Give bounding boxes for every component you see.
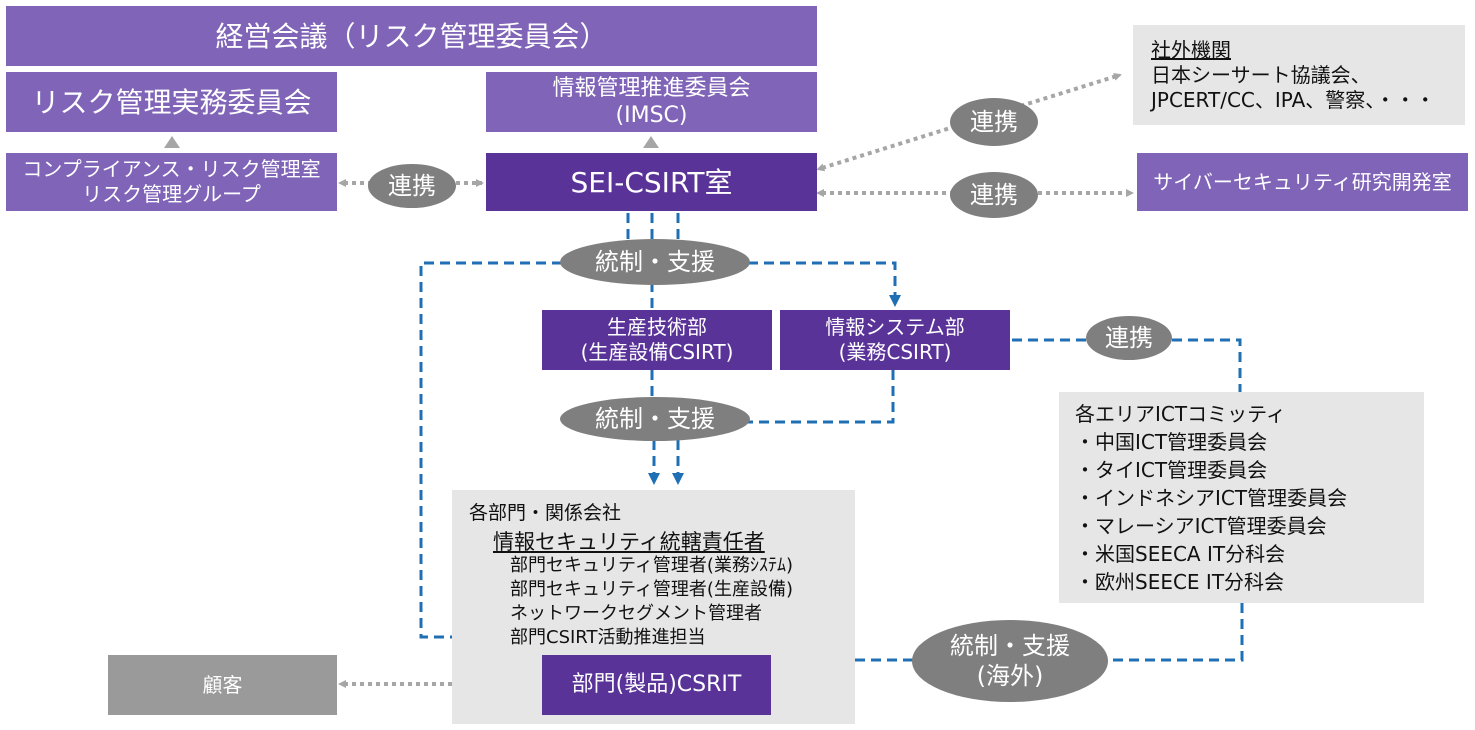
area-ict-item: ・欧州SEECE IT分科会 [1075,570,1285,594]
production-box: 生産技術部 (生産設備CSIRT) [542,310,772,370]
area-ict-title: 各エリアICTコミッティ [1075,402,1286,426]
control-ellipse-mid: 統制・支援 [560,397,750,441]
link-ellipse-top-right-label: 連携 [970,108,1018,136]
security-head-label: 情報セキュリティ統轄責任者 [493,530,765,554]
compliance-box: コンプライアンス・リスク管理室 リスク管理グループ [6,153,337,211]
control-ellipse-overseas-line1: 統制・支援 [950,632,1070,660]
link-ellipse-mid-right-label: 連携 [970,181,1018,209]
area-ict-box: 各エリアICTコミッティ ・中国ICT管理委員会 ・タイICT管理委員会 ・イン… [1059,392,1424,603]
department-role: ネットワークセグメント管理者 [510,603,762,624]
external-orgs-line2: JPCERT/CC、IPA、警察、・・・ [1151,87,1436,112]
cyber-lab-label: サイバーセキュリティ研究開発室 [1153,169,1452,194]
link-ellipse-info: 連携 [1086,316,1172,360]
management-meeting-label: 経営会議（リスク管理委員会） [215,19,608,53]
departments-title: 各部門・関係会社 [469,502,622,524]
control-ellipse-top-label: 統制・支援 [595,248,715,276]
arrow-up-risk [164,136,180,148]
customer-label: 顧客 [202,672,243,697]
link-ellipse-top-right: 連携 [950,98,1038,146]
compliance-label-line2: リスク管理グループ [82,182,261,206]
info-system-box: 情報システム部 (業務CSIRT) [780,310,1010,370]
control-ellipse-top: 統制・支援 [560,239,750,285]
control-ellipse-overseas-line2: (海外) [976,662,1044,690]
compliance-label-line1: コンプライアンス・リスク管理室 [22,157,321,181]
info-system-label-line2: (業務CSIRT) [838,340,952,364]
production-label-line1: 生産技術部 [607,315,707,339]
area-ict-item: ・米国SEECA IT分科会 [1075,542,1286,566]
link-ellipse-left: 連携 [368,164,456,208]
area-ict-item: ・中国ICT管理委員会 [1075,430,1268,454]
dept-product-csirt-box: 部門(製品)CSRIT [542,655,771,715]
department-role: 部門CSIRT活動推進担当 [510,627,706,648]
info-system-label-line1: 情報システム部 [825,315,965,339]
sei-csirt-label: SEI-CSIRT室 [570,165,733,199]
link-ellipse-info-label: 連携 [1105,324,1153,352]
external-orgs-line1: 日本シーサート協議会、 [1151,62,1371,87]
production-label-line2: (生産設備CSIRT) [580,340,734,364]
external-orgs-title: 社外機関 [1151,37,1231,62]
sei-csirt-box: SEI-CSIRT室 [486,153,817,211]
risk-practice-box: リスク管理実務委員会 [6,72,337,132]
department-role: 部門セキュリティ管理者(生産設備) [510,579,793,600]
risk-practice-label: リスク管理実務委員会 [31,85,312,119]
cyber-lab-box: サイバーセキュリティ研究開発室 [1137,153,1468,211]
external-orgs-box: 社外機関 日本シーサート協議会、 JPCERT/CC、IPA、警察、・・・ [1133,25,1465,125]
area-ict-item: ・インドネシアICT管理委員会 [1075,486,1348,510]
control-ellipse-overseas: 統制・支援 (海外) [912,620,1108,702]
imsc-label-line1: 情報管理推進委員会 [552,75,751,101]
department-role: 部門セキュリティ管理者(業務ｼｽﾃﾑ) [510,555,793,576]
customer-box: 顧客 [108,655,337,715]
control-ellipse-mid-label: 統制・支援 [595,405,715,433]
link-ellipse-mid-right: 連携 [950,172,1038,218]
area-ict-item: ・マレーシアICT管理委員会 [1075,514,1327,538]
arrow-up-imsc [643,136,659,148]
imsc-label-line2: (IMSC) [615,103,688,128]
area-ict-item: ・タイICT管理委員会 [1075,458,1268,482]
link-ellipse-left-label: 連携 [388,172,436,200]
department-roles: 部門セキュリティ管理者(業務ｼｽﾃﾑ) 部門セキュリティ管理者(生産設備) ネッ… [510,554,793,650]
imsc-box: 情報管理推進委員会 (IMSC) [486,72,817,132]
management-meeting-box: 経営会議（リスク管理委員会） [6,6,817,66]
dept-product-csirt-label: 部門(製品)CSRIT [571,672,742,698]
